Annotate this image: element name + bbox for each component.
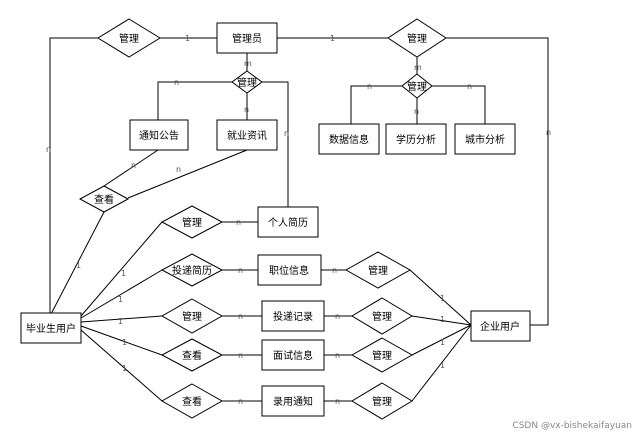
card-rec-entity-n: n xyxy=(238,312,243,321)
entity-city[interactable]: 城市分析 xyxy=(454,123,516,155)
rel-graduate-manage-record[interactable]: 管理 xyxy=(160,298,224,334)
entity-jobinfo[interactable]: 就业资讯 xyxy=(216,119,278,151)
entity-interview-label: 面试信息 xyxy=(273,349,313,362)
rel-admin-manage-graduate[interactable]: 管理 xyxy=(97,18,161,58)
card-datainfo-n: n xyxy=(367,82,372,91)
card-admin-grad-1: 1 xyxy=(185,34,190,43)
rel-company-manage-interview[interactable]: 管理 xyxy=(350,337,414,373)
card-admin-corp-1: 1 xyxy=(330,34,335,43)
rel-company-manage-position-label: 管理 xyxy=(368,264,388,277)
rel-manage-resume[interactable]: 管理 xyxy=(160,205,224,239)
card-offer-grad-1: 1 xyxy=(122,364,127,373)
card-int-corp-1: 1 xyxy=(440,338,445,347)
rel-company-manage-offer[interactable]: 管理 xyxy=(351,382,413,420)
entity-position-label: 职位信息 xyxy=(269,264,309,277)
card-news-m: m xyxy=(244,59,252,68)
card-int-entity-n: n xyxy=(238,351,243,360)
rel-apply-resume[interactable]: 投递简历 xyxy=(160,253,224,287)
card-rec-mgmt-n: n xyxy=(335,312,340,321)
rel-graduate-view-offer-label: 查看 xyxy=(182,395,202,408)
rel-graduate-view-interview-label: 查看 xyxy=(182,349,202,362)
card-offer-entity-n: n xyxy=(238,397,243,406)
entity-offer[interactable]: 录用通知 xyxy=(261,385,325,417)
card-stats-m: m xyxy=(414,63,422,72)
card-pos-mgmt-n: n xyxy=(332,266,337,275)
entity-resume-label: 个人简历 xyxy=(268,216,308,229)
entity-city-label: 城市分析 xyxy=(465,133,505,146)
rel-admin-manage-company[interactable]: 管理 xyxy=(387,18,447,58)
entity-record[interactable]: 投递记录 xyxy=(261,300,325,332)
entity-admin[interactable]: 管理员 xyxy=(216,22,278,54)
card-apply-pos-n: n xyxy=(238,266,243,275)
relationship-diamonds: 管理 管理 管理 管理 查看 管理 投递简历 管理 xyxy=(78,18,447,420)
entity-edu[interactable]: 学历分析 xyxy=(385,123,447,155)
card-edu-n: n xyxy=(414,107,419,116)
card-view-jobinfo-n: n xyxy=(176,165,181,174)
entity-edu-label: 学历分析 xyxy=(396,133,436,146)
card-rec-corp-1: 1 xyxy=(440,315,445,324)
rel-company-manage-offer-label: 管理 xyxy=(372,395,392,408)
entity-admin-label: 管理员 xyxy=(232,32,262,45)
rel-view-news[interactable]: 查看 xyxy=(78,185,130,213)
card-corp-admin-n: n xyxy=(546,128,551,137)
entity-company-label: 企业用户 xyxy=(480,320,520,333)
rel-admin-manage-news-label: 管理 xyxy=(237,76,257,89)
rel-graduate-view-interview[interactable]: 查看 xyxy=(160,338,224,372)
card-notice-n: n xyxy=(174,78,179,87)
card-resume-entity-n: n xyxy=(236,218,241,227)
card-int-grad-1: 1 xyxy=(122,338,127,347)
rel-company-manage-interview-label: 管理 xyxy=(372,349,392,362)
card-grad-admin-n: n xyxy=(46,145,51,154)
card-view-notice-n: n xyxy=(131,161,136,170)
card-resume-n: n xyxy=(284,129,289,138)
card-int-mgmt-n: n xyxy=(335,351,340,360)
entity-datainfo[interactable]: 数据信息 xyxy=(318,123,380,155)
entity-notice-label: 通知公告 xyxy=(139,129,179,142)
entity-boxes: 管理员 通知公告 就业资讯 数据信息 学历分析 城市分析 个人简历 职位信息 xyxy=(20,22,531,417)
rel-apply-resume-label: 投递简历 xyxy=(172,264,212,277)
card-jobinfo-n: n xyxy=(244,105,249,114)
entity-company[interactable]: 企业用户 xyxy=(470,310,531,342)
rel-manage-resume-label: 管理 xyxy=(182,216,202,229)
card-offer-corp-1: 1 xyxy=(440,361,445,370)
rel-admin-manage-company-label: 管理 xyxy=(407,32,427,45)
entity-offer-label: 录用通知 xyxy=(273,395,313,408)
entity-position[interactable]: 职位信息 xyxy=(257,254,322,286)
rel-admin-manage-graduate-label: 管理 xyxy=(119,32,139,45)
rel-graduate-view-offer[interactable]: 查看 xyxy=(160,383,224,419)
card-view-grad-1: 1 xyxy=(76,261,81,270)
relationship-lines xyxy=(49,37,549,402)
card-offer-mgmt-n: n xyxy=(335,397,340,406)
entity-graduate-label: 毕业生用户 xyxy=(26,322,76,335)
entity-jobinfo-label: 就业资讯 xyxy=(227,129,267,142)
entity-datainfo-label: 数据信息 xyxy=(329,133,369,146)
watermark-text: CSDN @vx-bishekaifayuan xyxy=(512,421,632,431)
card-city-n: n xyxy=(467,82,472,91)
rel-company-manage-position[interactable]: 管理 xyxy=(344,251,412,289)
rel-admin-manage-stats-label: 管理 xyxy=(407,80,427,93)
entity-graduate[interactable]: 毕业生用户 xyxy=(20,312,82,344)
card-resume-grad-1: 1 xyxy=(121,269,126,278)
entity-interview[interactable]: 面试信息 xyxy=(261,339,325,371)
card-rec-grad-1: 1 xyxy=(118,317,123,326)
rel-company-manage-record[interactable]: 管理 xyxy=(351,297,413,335)
entity-resume[interactable]: 个人简历 xyxy=(257,206,319,238)
rel-company-manage-record-label: 管理 xyxy=(372,310,392,323)
rel-admin-manage-news[interactable]: 管理 xyxy=(231,70,263,94)
entity-notice[interactable]: 通知公告 xyxy=(129,119,189,151)
rel-admin-manage-stats[interactable]: 管理 xyxy=(401,73,433,99)
card-apply-grad-1: 1 xyxy=(118,295,123,304)
entity-record-label: 投递记录 xyxy=(273,310,313,323)
card-pos-corp-1: 1 xyxy=(440,294,445,303)
cardinality-labels: 1 n 1 n m n n n m n n n n n 1 1 n 1 n n … xyxy=(46,34,551,406)
rel-graduate-manage-record-label: 管理 xyxy=(182,310,202,323)
rel-view-news-label: 查看 xyxy=(94,193,114,206)
